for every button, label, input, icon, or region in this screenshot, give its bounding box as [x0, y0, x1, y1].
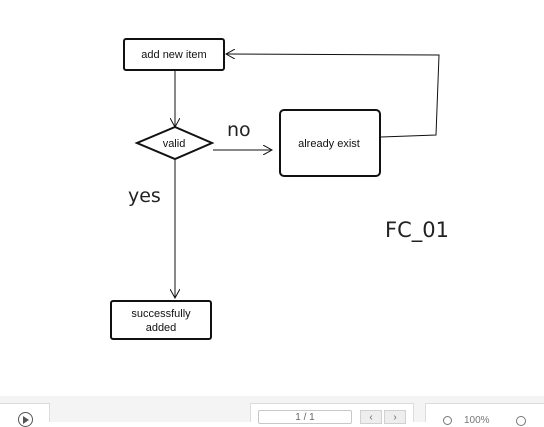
- node-already-exist-label: already exist: [298, 138, 360, 150]
- node-already-exist: already exist: [279, 109, 381, 177]
- node-valid: valid: [134, 125, 215, 161]
- edge-label-no: no: [227, 119, 251, 141]
- node-successfully-added-label-line1: successfully: [131, 308, 191, 320]
- toolbar-left-group: [0, 403, 50, 427]
- edge-label-yes: yes: [128, 185, 161, 207]
- edge-already-exist-to-add: [226, 54, 440, 138]
- node-valid-label: valid: [163, 138, 186, 150]
- play-icon[interactable]: [18, 412, 33, 427]
- diagram-caption: FC_01: [385, 218, 449, 243]
- flowchart: add new item valid already exist success…: [110, 38, 449, 340]
- node-add-new-item-label: add new item: [141, 49, 206, 61]
- node-add-new-item: add new item: [123, 38, 225, 71]
- node-successfully-added: successfully added: [110, 300, 212, 340]
- node-successfully-added-label-line2: added: [146, 322, 177, 334]
- toolbar-zoom-group: 100%: [425, 403, 544, 426]
- toolbar-page-group: 1 / 1 ‹ ›: [250, 403, 414, 424]
- zoom-level[interactable]: 100%: [464, 415, 490, 426]
- info-icon[interactable]: [516, 416, 526, 426]
- zoom-icon[interactable]: [443, 416, 452, 425]
